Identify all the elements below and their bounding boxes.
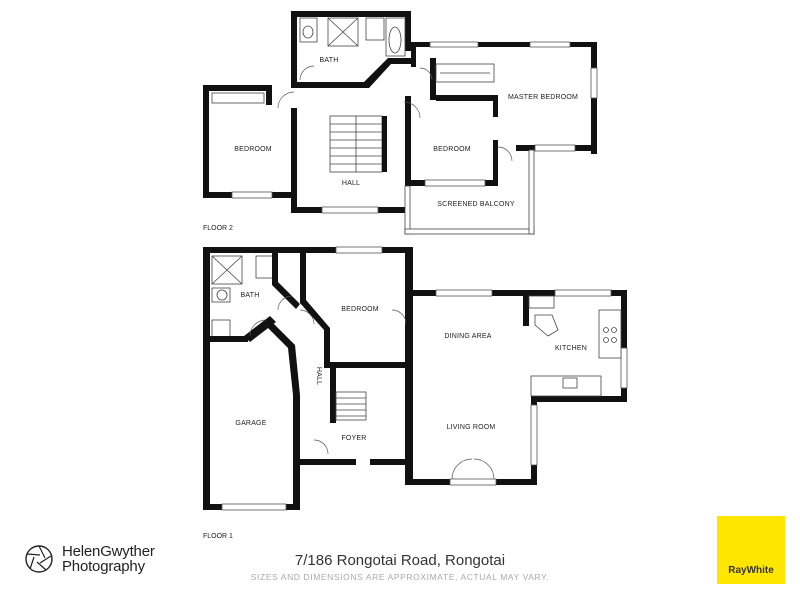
agency-name: RayWhite [728, 565, 774, 576]
room-label-dining-area: DINING AREA [444, 333, 491, 340]
brand-name: HelenGwyther Photography [62, 544, 155, 574]
room-label-bedroom-mid: BEDROOM [433, 146, 471, 153]
brand-line-1: HelenGwyther [62, 543, 155, 560]
room-label-kitchen: KITCHEN [555, 345, 587, 352]
disclaimer: SIZES AND DIMENSIONS ARE APPROXIMATE, AC… [250, 572, 550, 582]
room-label-bath-upper: BATH [320, 57, 339, 64]
room-label-living-room: LIVING ROOM [447, 424, 496, 431]
room-label-garage: GARAGE [235, 420, 266, 427]
floor-2-label: FLOOR 2 [203, 225, 233, 232]
room-label-bath-lower: BATH [241, 292, 260, 299]
room-label-hall-upper: HALL [342, 180, 360, 187]
property-address: 7/186 Rongotai Road, Rongotai [294, 552, 506, 569]
floor-2-plan [203, 11, 598, 235]
room-label-hall-lower: HALL [315, 367, 322, 385]
aperture-logo-icon [25, 545, 53, 573]
floor-1-label: FLOOR 1 [203, 533, 233, 540]
room-label-master-bedroom: MASTER BEDROOM [508, 94, 578, 101]
floor-1-plan [203, 246, 628, 511]
photographer-brand: HelenGwyther Photography [24, 543, 155, 575]
brand-line-2: Photography [62, 558, 145, 575]
room-label-bedroom-lower: BEDROOM [341, 306, 379, 313]
room-label-screened-balcony: SCREENED BALCONY [437, 201, 515, 208]
room-label-foyer: FOYER [341, 435, 366, 442]
room-label-bedroom-left: BEDROOM [234, 146, 272, 153]
raywhite-logo: RayWhite [717, 516, 785, 584]
